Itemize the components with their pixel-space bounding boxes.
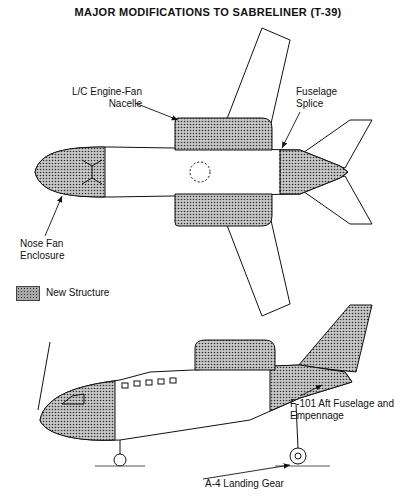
leader-lines (45, 103, 322, 479)
callout-label: Nose Fan Enclosure (20, 238, 90, 262)
side-view (38, 305, 372, 466)
legend-swatch (16, 286, 40, 301)
callout-label: L/C Engine-Fan Nacelle (62, 86, 142, 110)
callout-label: F-101 Aft Fuselage and Empennage (290, 398, 400, 422)
diagram-title: MAJOR MODIFICATIONS TO SABRELINER (T-39) (0, 6, 416, 18)
callout-label: Fuselage Splice (296, 86, 356, 110)
top-view (35, 28, 372, 316)
callout-label: A-4 Landing Gear (205, 478, 335, 490)
legend-text: New Structure (46, 287, 109, 299)
